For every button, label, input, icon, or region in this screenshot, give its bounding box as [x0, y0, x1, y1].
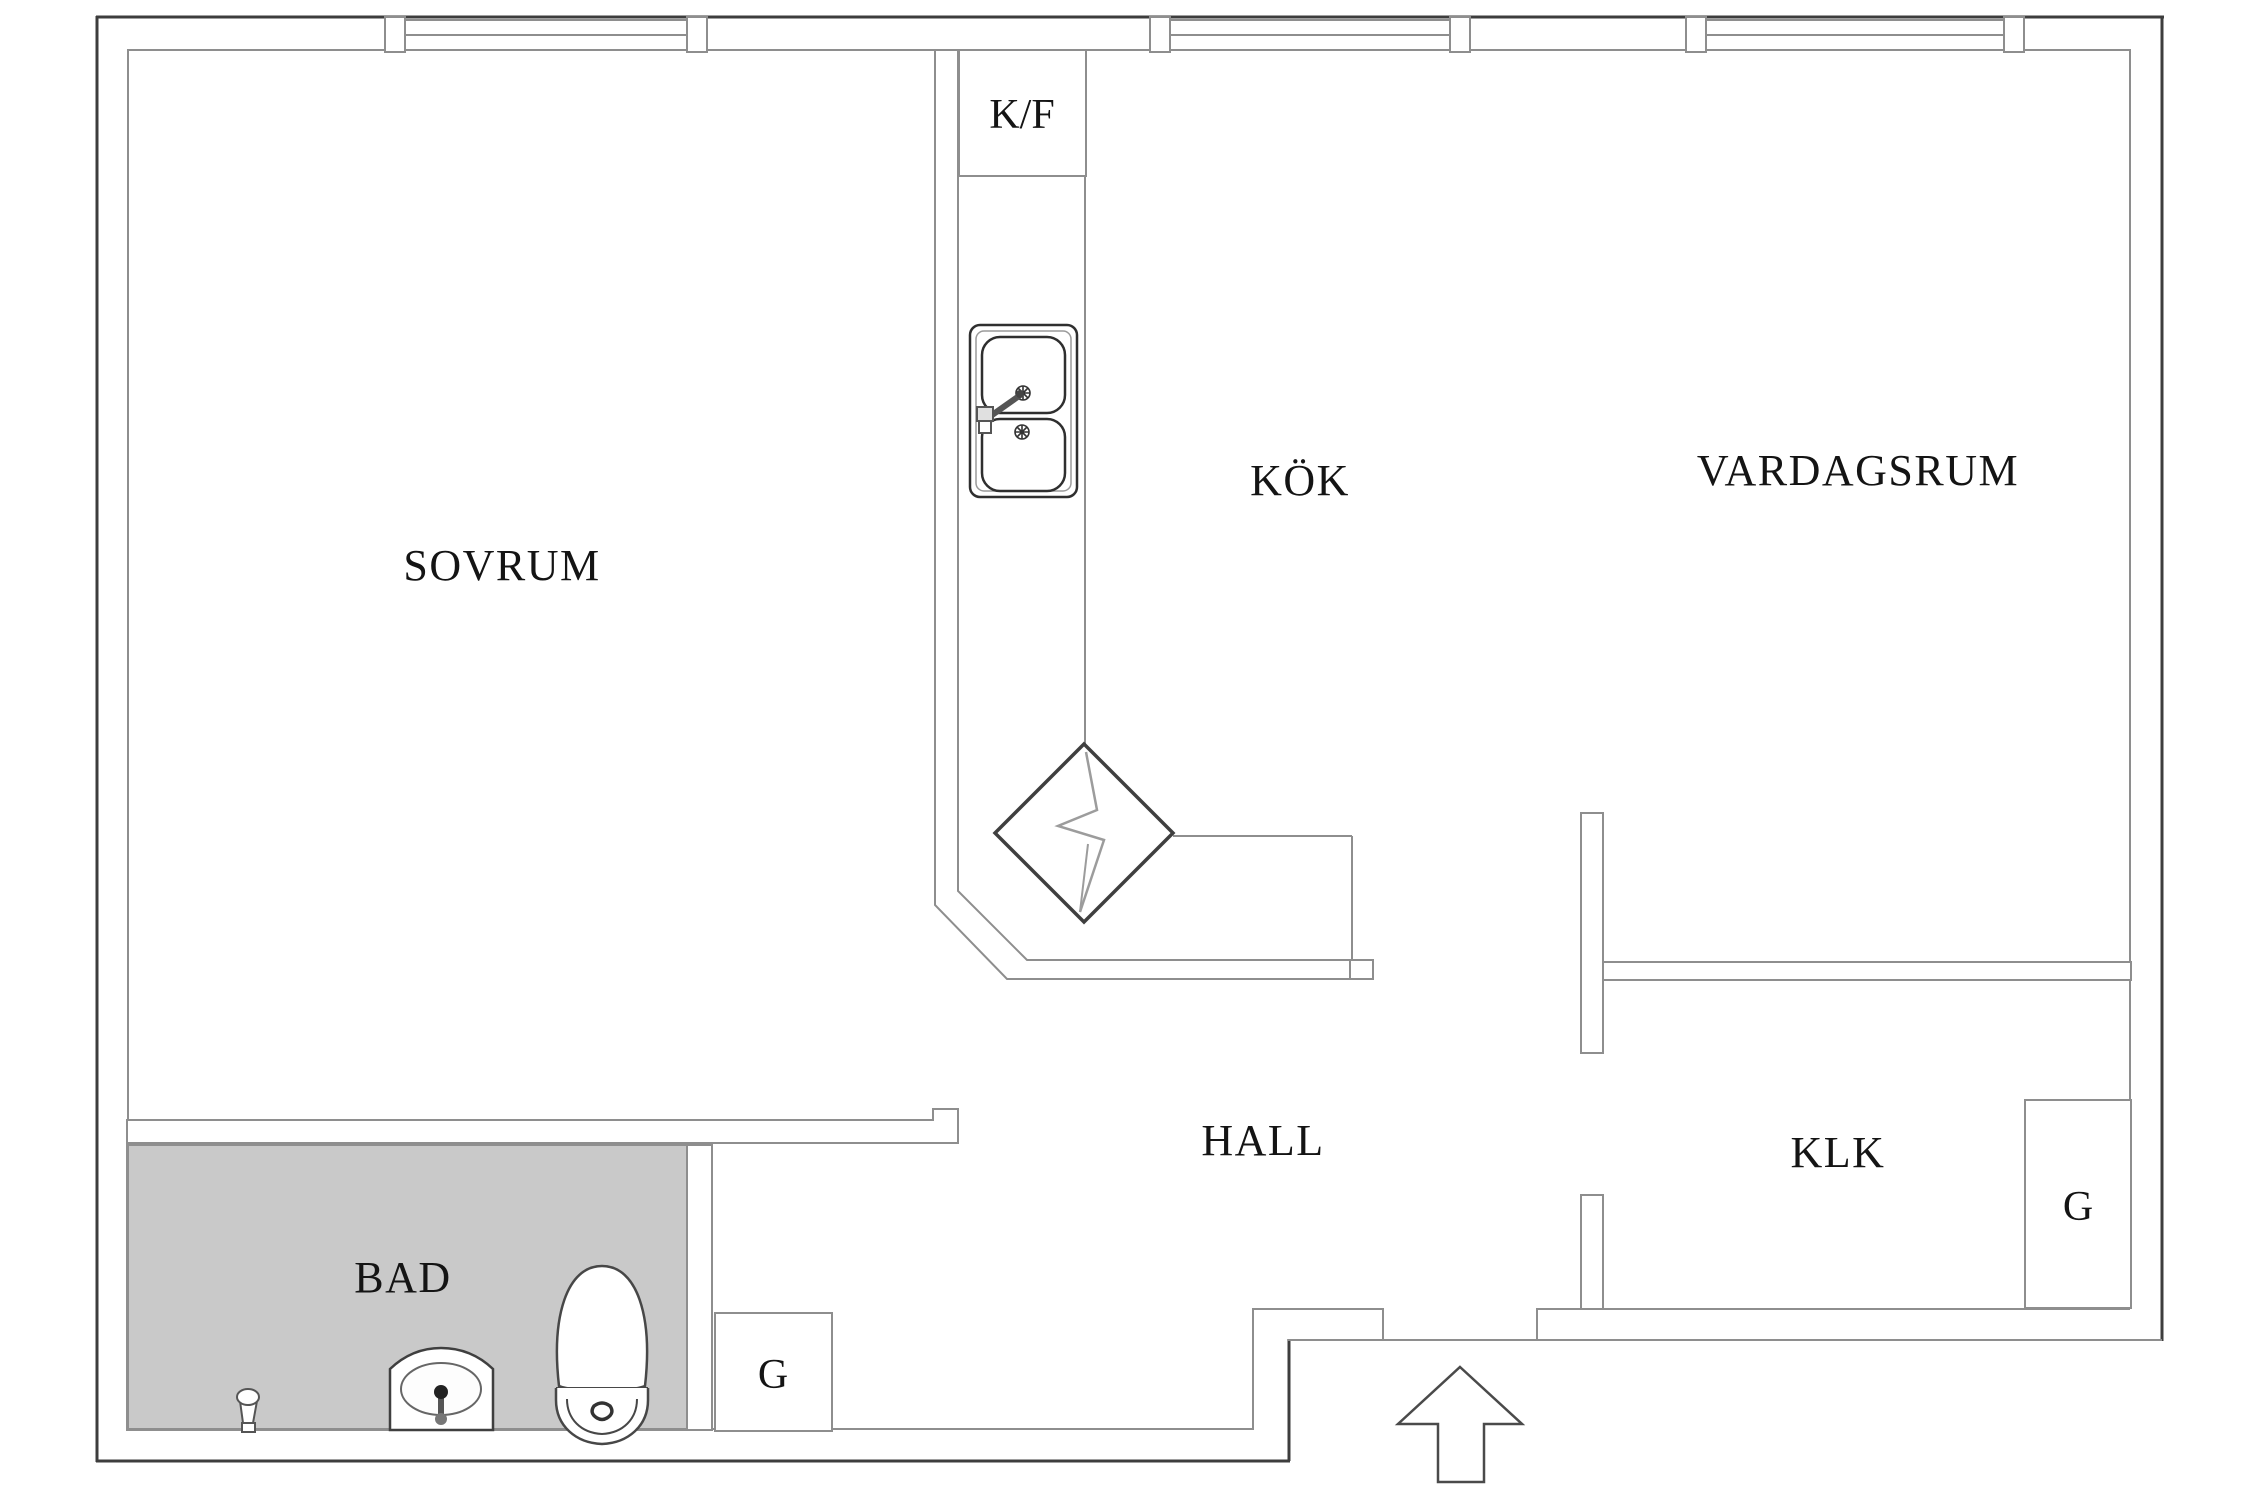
toilet-seat-inner — [566, 1398, 638, 1436]
lightning-bolt-edge — [1079, 843, 1089, 913]
window-frame — [686, 16, 708, 53]
room-label-vardagsrum: VARDAGSRUM — [1697, 446, 2019, 495]
entrance-arrow-icon — [1394, 1365, 1526, 1484]
toilet-drain — [590, 1401, 614, 1422]
sink-bowl-upper — [980, 335, 1067, 415]
basin-faucet — [434, 1385, 448, 1399]
window-frame — [1685, 16, 1707, 53]
basin-handle — [438, 1392, 444, 1416]
faucet-tip — [1016, 390, 1024, 398]
faucet-handle — [978, 420, 992, 434]
bathroom-east-wall — [686, 1144, 713, 1431]
basin-knob — [435, 1413, 447, 1425]
kitchen-divider-wall — [934, 49, 1374, 980]
sink-bowl-lower — [980, 417, 1067, 493]
label-wardrobe-right: G — [2063, 1184, 2093, 1230]
bedroom-south-wall — [126, 1108, 959, 1144]
room-label-sovrum: SOVRUM — [403, 541, 600, 590]
lightning-bolt — [1054, 751, 1106, 913]
hall-klk-wall-lower-stub — [1580, 1194, 1604, 1310]
label-fridge-freezer: K/F — [989, 92, 1054, 138]
shower-tap-icon — [236, 1388, 260, 1433]
bathroom-sink-icon — [388, 1346, 495, 1432]
room-label-bad: BAD — [354, 1253, 451, 1302]
wardrobe-left-box — [714, 1312, 833, 1432]
room-label-kok: KÖK — [1250, 456, 1350, 505]
room-label-klk: KLK — [1791, 1128, 1886, 1177]
fridge-freezer-cabinet — [958, 49, 1087, 177]
toilet-tank — [555, 1264, 649, 1392]
faucet-base — [976, 406, 994, 422]
tap-head — [236, 1388, 260, 1406]
window-frame — [384, 16, 406, 53]
window-frame — [2003, 16, 2025, 53]
kitchen-window — [1149, 16, 1471, 53]
livingroom-window — [1685, 16, 2025, 53]
kitchen-sink-icon — [968, 323, 1079, 499]
toilet-icon — [554, 1264, 650, 1446]
exterior-wall-outline — [95, 15, 2164, 1463]
room-label-hall: HALL — [1201, 1116, 1324, 1165]
wardrobe-right-box — [2024, 1099, 2132, 1309]
hall-klk-wall-upper-stub — [1580, 812, 1604, 1054]
tap-foot — [241, 1422, 256, 1433]
bedroom-window — [384, 16, 708, 53]
window-frame — [1449, 16, 1471, 53]
klk-north-wall — [1602, 961, 2132, 981]
counter-block — [1173, 835, 1353, 960]
label-wardrobe-left: G — [758, 1352, 788, 1398]
window-frame — [1149, 16, 1171, 53]
electric-diamond-icon — [992, 741, 1176, 925]
